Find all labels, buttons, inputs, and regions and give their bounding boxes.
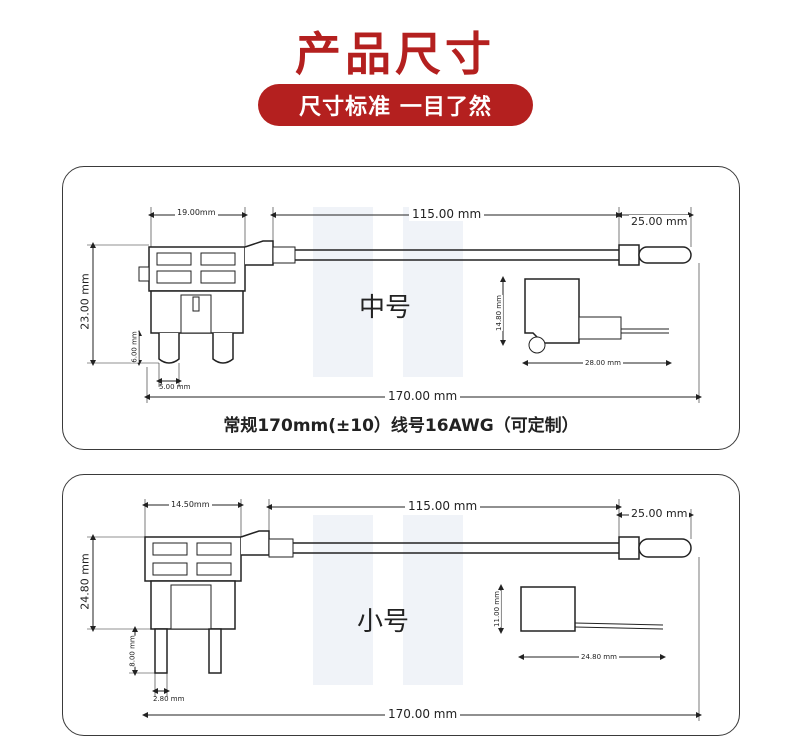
dim-width-top: 19.00mm [175, 208, 218, 217]
dim-side-width: 28.00 mm [583, 359, 623, 367]
dim-side-width: 24.80 mm [579, 653, 619, 661]
dim-height: 24.80 mm [78, 551, 92, 612]
medium-size-panel: 19.00mm 115.00 mm 25.00 mm 23.00 mm 6.00… [62, 166, 740, 450]
spec-text: 常规170mm(±10）线号16AWG（可定制） [223, 416, 579, 436]
dim-end-length: 25.00 mm [629, 215, 690, 228]
small-size-panel: 14.50mm 115.00 mm 25.00 mm 24.80 mm 8.00… [62, 474, 740, 736]
small-fuse-drawing [87, 499, 702, 721]
dim-blade-height: 8.00 mm [128, 635, 137, 667]
dim-cable-length: 115.00 mm [409, 207, 485, 221]
dim-end-length: 25.00 mm [629, 507, 690, 520]
medium-fuse-drawing [87, 207, 702, 403]
dim-blade-height: 6.00 mm [130, 331, 139, 363]
dim-height: 23.00 mm [78, 271, 92, 332]
size-label-small: 小号 [357, 607, 410, 637]
dim-blade-width: 2.80 mm [153, 695, 185, 703]
page-title: 产品尺寸 [295, 27, 495, 81]
dim-cable-length: 115.00 mm [405, 499, 481, 513]
dim-side-height: 14.80 mm [494, 295, 503, 331]
subtitle-badge: 尺寸标准 一目了然 [258, 84, 533, 126]
dim-width-top: 14.50mm [169, 500, 212, 509]
dim-total-length: 170.00 mm [385, 707, 461, 721]
dim-total-length: 170.00 mm [385, 389, 461, 403]
dim-side-height: 11.00 mm [492, 591, 501, 627]
dim-blade-width: 5.00 mm [159, 383, 191, 391]
size-label-medium: 中号 [359, 293, 412, 323]
